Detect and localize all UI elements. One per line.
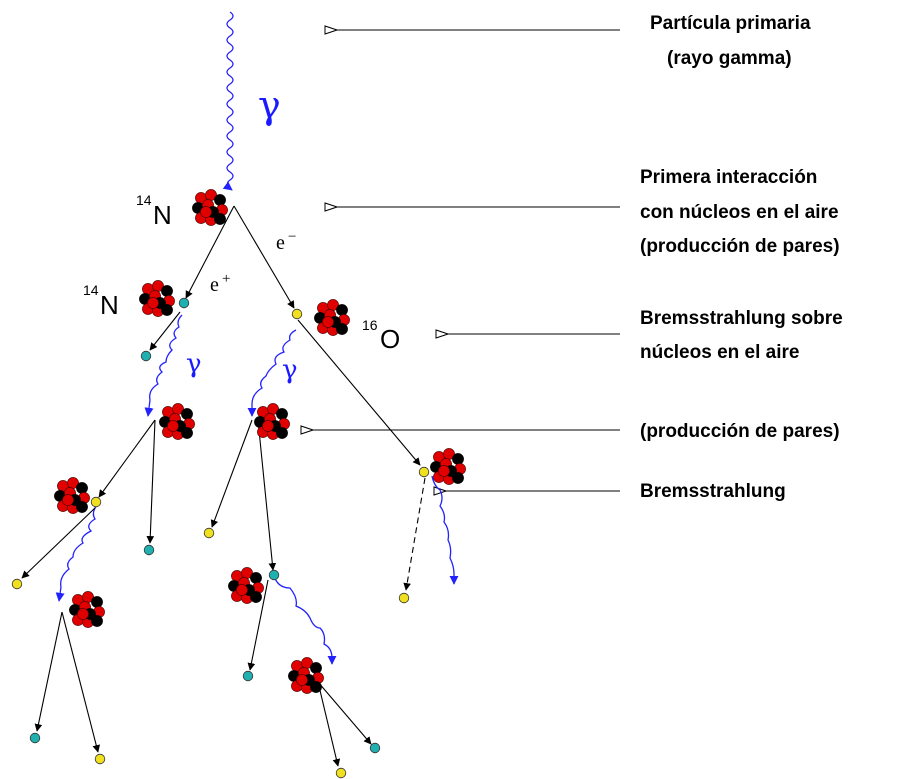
electron-label-sup: − (288, 229, 296, 245)
nucleus-middle-level4 (228, 567, 264, 604)
electron-dot (418, 466, 430, 478)
positron-label-base: e (210, 274, 219, 296)
electron-dot (94, 753, 106, 765)
annotation-primary-line1: Partícula primaria (650, 13, 811, 34)
positron-dot (369, 742, 381, 754)
annotation-brems1-line2: núcleos en el aire (640, 342, 799, 363)
gamma-wave-right (431, 475, 459, 585)
gamma-symbol-middle: γ (282, 355, 298, 385)
gamma-wave-left (144, 314, 183, 417)
particle-tracks (21, 205, 426, 767)
nucleus-middle-level3 (254, 403, 290, 440)
annotation-primary-line2: (rayo gamma) (667, 48, 792, 69)
electron-dot (203, 527, 215, 539)
nucleus-n14-first (192, 189, 228, 226)
n14-element-1: N (153, 200, 172, 230)
nucleus-left-level4 (54, 477, 90, 514)
positron-dot (242, 670, 254, 682)
electron-dot (90, 496, 102, 508)
primary-gamma-wave (222, 11, 234, 191)
electron-dot (398, 592, 410, 604)
o16-element: O (380, 324, 400, 354)
nucleus-o16 (314, 299, 350, 336)
annotation-pair-production: (producción de pares) (640, 421, 840, 442)
annotation-first-line2: con núcleos en el aire (640, 202, 839, 223)
electron-dot (335, 767, 347, 779)
electron-dot (291, 308, 303, 320)
positron-dot (178, 297, 190, 309)
nucleus-n14-second (139, 280, 175, 317)
nucleus-left-level3 (159, 403, 195, 440)
electron-label-base: e (276, 232, 285, 254)
n14-superscript-2: 14 (83, 282, 99, 298)
gamma-symbol-left: γ (186, 349, 202, 379)
positron-dot (143, 544, 155, 556)
annotation-first-line1: Primera interacción (640, 167, 817, 188)
positron-dot (140, 350, 152, 362)
gamma-wave-lower-middle (273, 575, 337, 665)
nucleus-right-level3 (430, 448, 466, 485)
lepton-dots (11, 297, 430, 779)
nucleus-left-level5 (69, 591, 105, 628)
positron-dot (29, 732, 41, 744)
positron-label-sup: + (222, 271, 230, 287)
gamma-wave-lower-left (55, 504, 98, 602)
electron-dot (11, 578, 23, 590)
annotation-brems2: Bremsstrahlung (640, 481, 786, 502)
n14-element-2: N (100, 290, 119, 320)
annotation-brems1-line1: Bremsstrahlung sobre (640, 308, 843, 329)
positron-dot (268, 569, 280, 581)
gamma-wave-middle (247, 329, 297, 417)
n14-superscript-1: 14 (136, 192, 152, 208)
annotation-first-line3: (producción de pares) (640, 236, 840, 257)
nucleus-middle-level5 (288, 657, 324, 694)
o16-superscript: 16 (362, 317, 378, 333)
primary-gamma-symbol: γ (258, 83, 281, 127)
